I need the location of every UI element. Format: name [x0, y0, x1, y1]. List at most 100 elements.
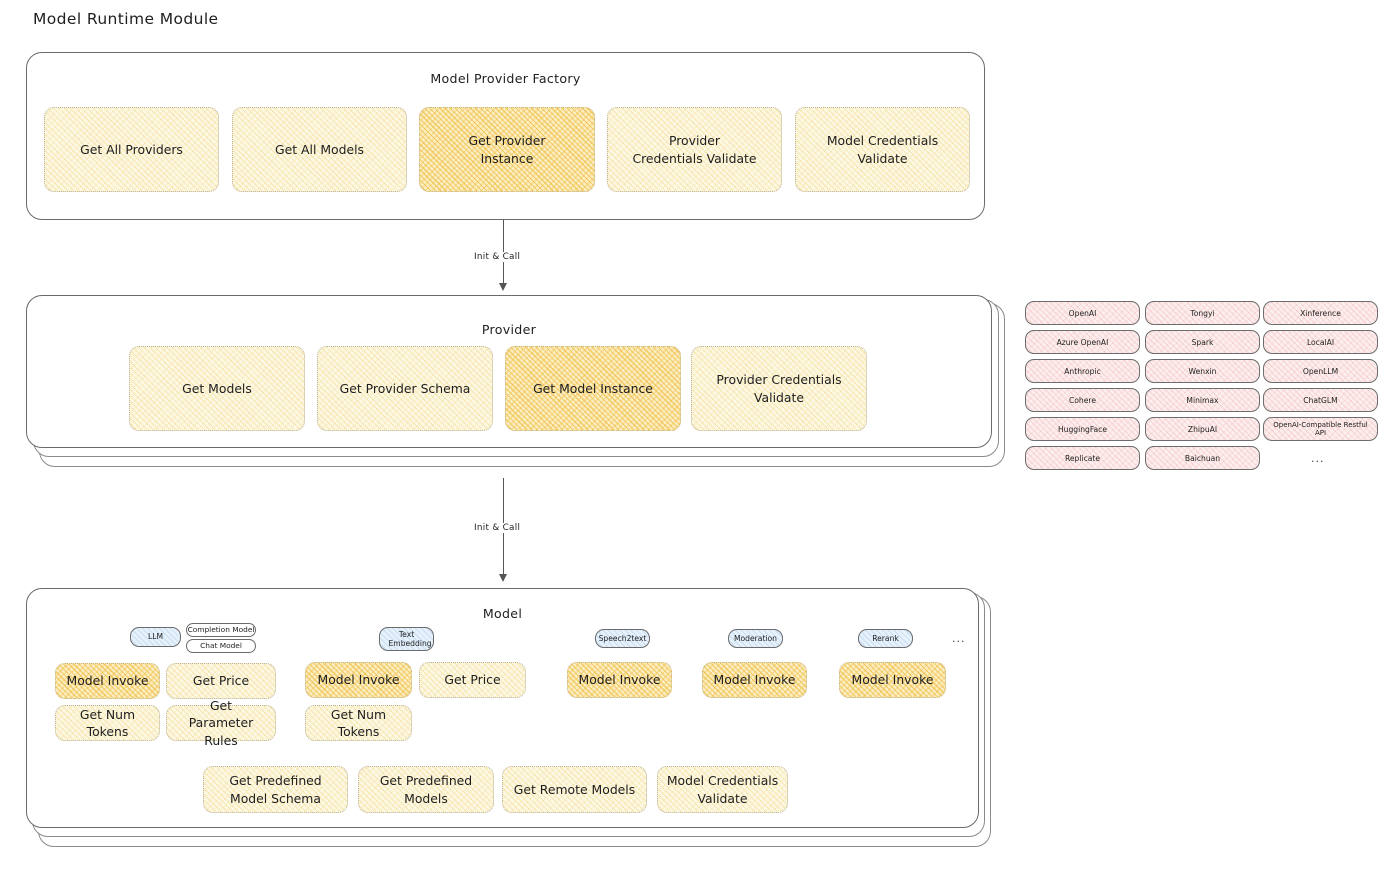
- provider-chip-xinference[interactable]: Xinference: [1263, 301, 1378, 325]
- page-title: Model Runtime Module: [33, 10, 219, 28]
- llm-box-label: Get Price: [192, 673, 250, 689]
- provider-chip-label: Tongyi: [1190, 308, 1215, 318]
- provider-chip-label: Anthropic: [1064, 366, 1101, 376]
- model-common-box-get-remote-models[interactable]: Get Remote Models: [502, 766, 647, 813]
- model-common-box-model-credentials-validate[interactable]: Model Credentials Validate: [657, 766, 788, 813]
- text-embedding-box-label: Model Invoke: [317, 672, 400, 688]
- llm-box-label: Get Parameter Rules: [188, 698, 254, 748]
- model-common-box-label: Get Predefined Model Schema: [229, 773, 322, 806]
- provider-box-provider-credentials-validate[interactable]: Provider Credentials Validate: [691, 346, 867, 431]
- provider-box-get-provider-schema[interactable]: Get Provider Schema: [317, 346, 493, 431]
- model-common-box-get-predefined-models[interactable]: Get Predefined Models: [358, 766, 494, 813]
- provider-chip-label: ChatGLM: [1303, 395, 1338, 405]
- connector-1-arrowhead: [499, 283, 507, 291]
- provider-box-label: Get Model Instance: [533, 380, 653, 396]
- provider-chip-anthropic[interactable]: Anthropic: [1025, 359, 1140, 383]
- provider-chip-minimax[interactable]: Minimax: [1145, 388, 1260, 412]
- llm-box-get-price[interactable]: Get Price: [166, 663, 276, 699]
- provider-chip-openai[interactable]: OpenAI: [1025, 301, 1140, 325]
- model-common-box-label: Model Credentials Validate: [666, 773, 779, 806]
- text-embedding-box-model-invoke[interactable]: Model Invoke: [305, 662, 412, 698]
- model-types-more: ...: [952, 632, 966, 645]
- llm-box-label: Model Invoke: [66, 673, 149, 689]
- provider-chip-label: ZhipuAI: [1187, 424, 1218, 434]
- factory-box-label: Get All Providers: [80, 141, 183, 157]
- provider-box-get-model-instance[interactable]: Get Model Instance: [505, 346, 681, 431]
- provider-box-label: Get Provider Schema: [339, 380, 471, 396]
- provider-chip-baichuan[interactable]: Baichuan: [1145, 446, 1260, 470]
- provider-chip-label: LocalAI: [1306, 337, 1335, 347]
- factory-box-label: Provider Credentials Validate: [632, 133, 757, 166]
- provider-chip-label: Spark: [1191, 337, 1214, 347]
- text-embedding-box-get-price[interactable]: Get Price: [419, 662, 526, 698]
- provider-chip-label: Cohere: [1068, 395, 1097, 405]
- factory-box-label: Model Credentials Validate: [826, 133, 939, 166]
- provider-list-more: ...: [1311, 452, 1325, 465]
- llm-box-model-invoke[interactable]: Model Invoke: [55, 663, 160, 699]
- provider-title: Provider: [481, 322, 537, 337]
- model-type-tag-label: Rerank: [872, 633, 899, 643]
- model-common-box-label: Get Predefined Models: [379, 773, 473, 806]
- provider-chip-label: Azure OpenAI: [1056, 337, 1109, 347]
- factory-box-model-credentials-validate[interactable]: Model Credentials Validate: [795, 107, 970, 192]
- provider-chip-label: Wenxin: [1188, 366, 1217, 376]
- factory-box-get-all-models[interactable]: Get All Models: [232, 107, 407, 192]
- moderation-box-label: Model Invoke: [713, 672, 796, 688]
- connector-2-arrowhead: [499, 574, 507, 582]
- provider-chip-label: Minimax: [1186, 395, 1219, 405]
- model-type-tag-label: Speech2text: [598, 633, 647, 643]
- model-subtag-label: Chat Model: [200, 640, 242, 650]
- provider-chip-azure-openai[interactable]: Azure OpenAI: [1025, 330, 1140, 354]
- model-common-box-label: Get Remote Models: [513, 781, 636, 797]
- model-type-tag-speech2text[interactable]: Speech2text: [595, 629, 650, 648]
- model-type-tag-moderation[interactable]: Moderation: [728, 629, 783, 648]
- model-provider-factory-title: Model Provider Factory: [430, 71, 581, 86]
- llm-box-get-parameter-rules[interactable]: Get Parameter Rules: [166, 698, 276, 748]
- factory-box-label: Get Provider Instance: [468, 133, 546, 166]
- model-common-box-get-predefined-model-schema[interactable]: Get Predefined Model Schema: [203, 766, 348, 813]
- provider-chip-spark[interactable]: Spark: [1145, 330, 1260, 354]
- llm-box-get-num-tokens[interactable]: Get Num Tokens: [55, 705, 160, 741]
- provider-box-get-models[interactable]: Get Models: [129, 346, 305, 431]
- rerank-box-model-invoke[interactable]: Model Invoke: [839, 662, 946, 698]
- speech2text-box-model-invoke[interactable]: Model Invoke: [567, 662, 672, 698]
- provider-chip-label: Baichuan: [1184, 453, 1221, 463]
- model-subtag-completion-model[interactable]: Completion Model: [186, 623, 256, 637]
- provider-chip-openllm[interactable]: OpenLLM: [1263, 359, 1378, 383]
- model-type-tag-rerank[interactable]: Rerank: [858, 629, 913, 648]
- provider-box-label: Get Models: [182, 380, 252, 396]
- factory-box-provider-credentials-validate[interactable]: Provider Credentials Validate: [607, 107, 782, 192]
- provider-chip-huggingface[interactable]: HuggingFace: [1025, 417, 1140, 441]
- provider-chip-label: OpenAI-Compatible Restful API: [1273, 421, 1368, 437]
- connector-2-label: Init & Call: [471, 523, 524, 533]
- provider-chip-cohere[interactable]: Cohere: [1025, 388, 1140, 412]
- provider-chip-chatglm[interactable]: ChatGLM: [1263, 388, 1378, 412]
- moderation-box-model-invoke[interactable]: Model Invoke: [702, 662, 807, 698]
- provider-chip-label: Replicate: [1064, 453, 1101, 463]
- llm-box-label: Get Num Tokens: [79, 706, 136, 739]
- provider-chip-label: HuggingFace: [1057, 424, 1108, 434]
- provider-chip-label: Xinference: [1300, 308, 1341, 318]
- provider-chip-openai-compatible-restful-api[interactable]: OpenAI-Compatible Restful API: [1263, 417, 1378, 441]
- provider-chip-tongyi[interactable]: Tongyi: [1145, 301, 1260, 325]
- text-embedding-box-label: Get Price: [444, 672, 501, 688]
- connector-1-label: Init & Call: [471, 252, 524, 262]
- provider-chip-label: OpenLLM: [1302, 366, 1339, 376]
- model-type-tag-llm[interactable]: LLM: [130, 627, 181, 647]
- provider-chip-replicate[interactable]: Replicate: [1025, 446, 1140, 470]
- text-embedding-box-get-num-tokens[interactable]: Get Num Tokens: [305, 705, 412, 741]
- provider-chip-wenxin[interactable]: Wenxin: [1145, 359, 1260, 383]
- model-subtag-label: Completion Model: [187, 624, 255, 634]
- model-type-tag-label: LLM: [147, 632, 163, 642]
- text-embedding-box-label: Get Num Tokens: [330, 706, 387, 739]
- provider-chip-zhipuai[interactable]: ZhipuAI: [1145, 417, 1260, 441]
- model-type-tag-text-embedding[interactable]: Text Embedding: [379, 627, 434, 651]
- model-title: Model: [482, 606, 523, 621]
- model-type-tag-label: Moderation: [733, 633, 777, 643]
- provider-chip-localai[interactable]: LocalAI: [1263, 330, 1378, 354]
- factory-box-get-provider-instance[interactable]: Get Provider Instance: [419, 107, 595, 192]
- speech2text-box-label: Model Invoke: [578, 672, 661, 688]
- factory-box-get-all-providers[interactable]: Get All Providers: [44, 107, 219, 192]
- model-subtag-chat-model[interactable]: Chat Model: [186, 639, 256, 653]
